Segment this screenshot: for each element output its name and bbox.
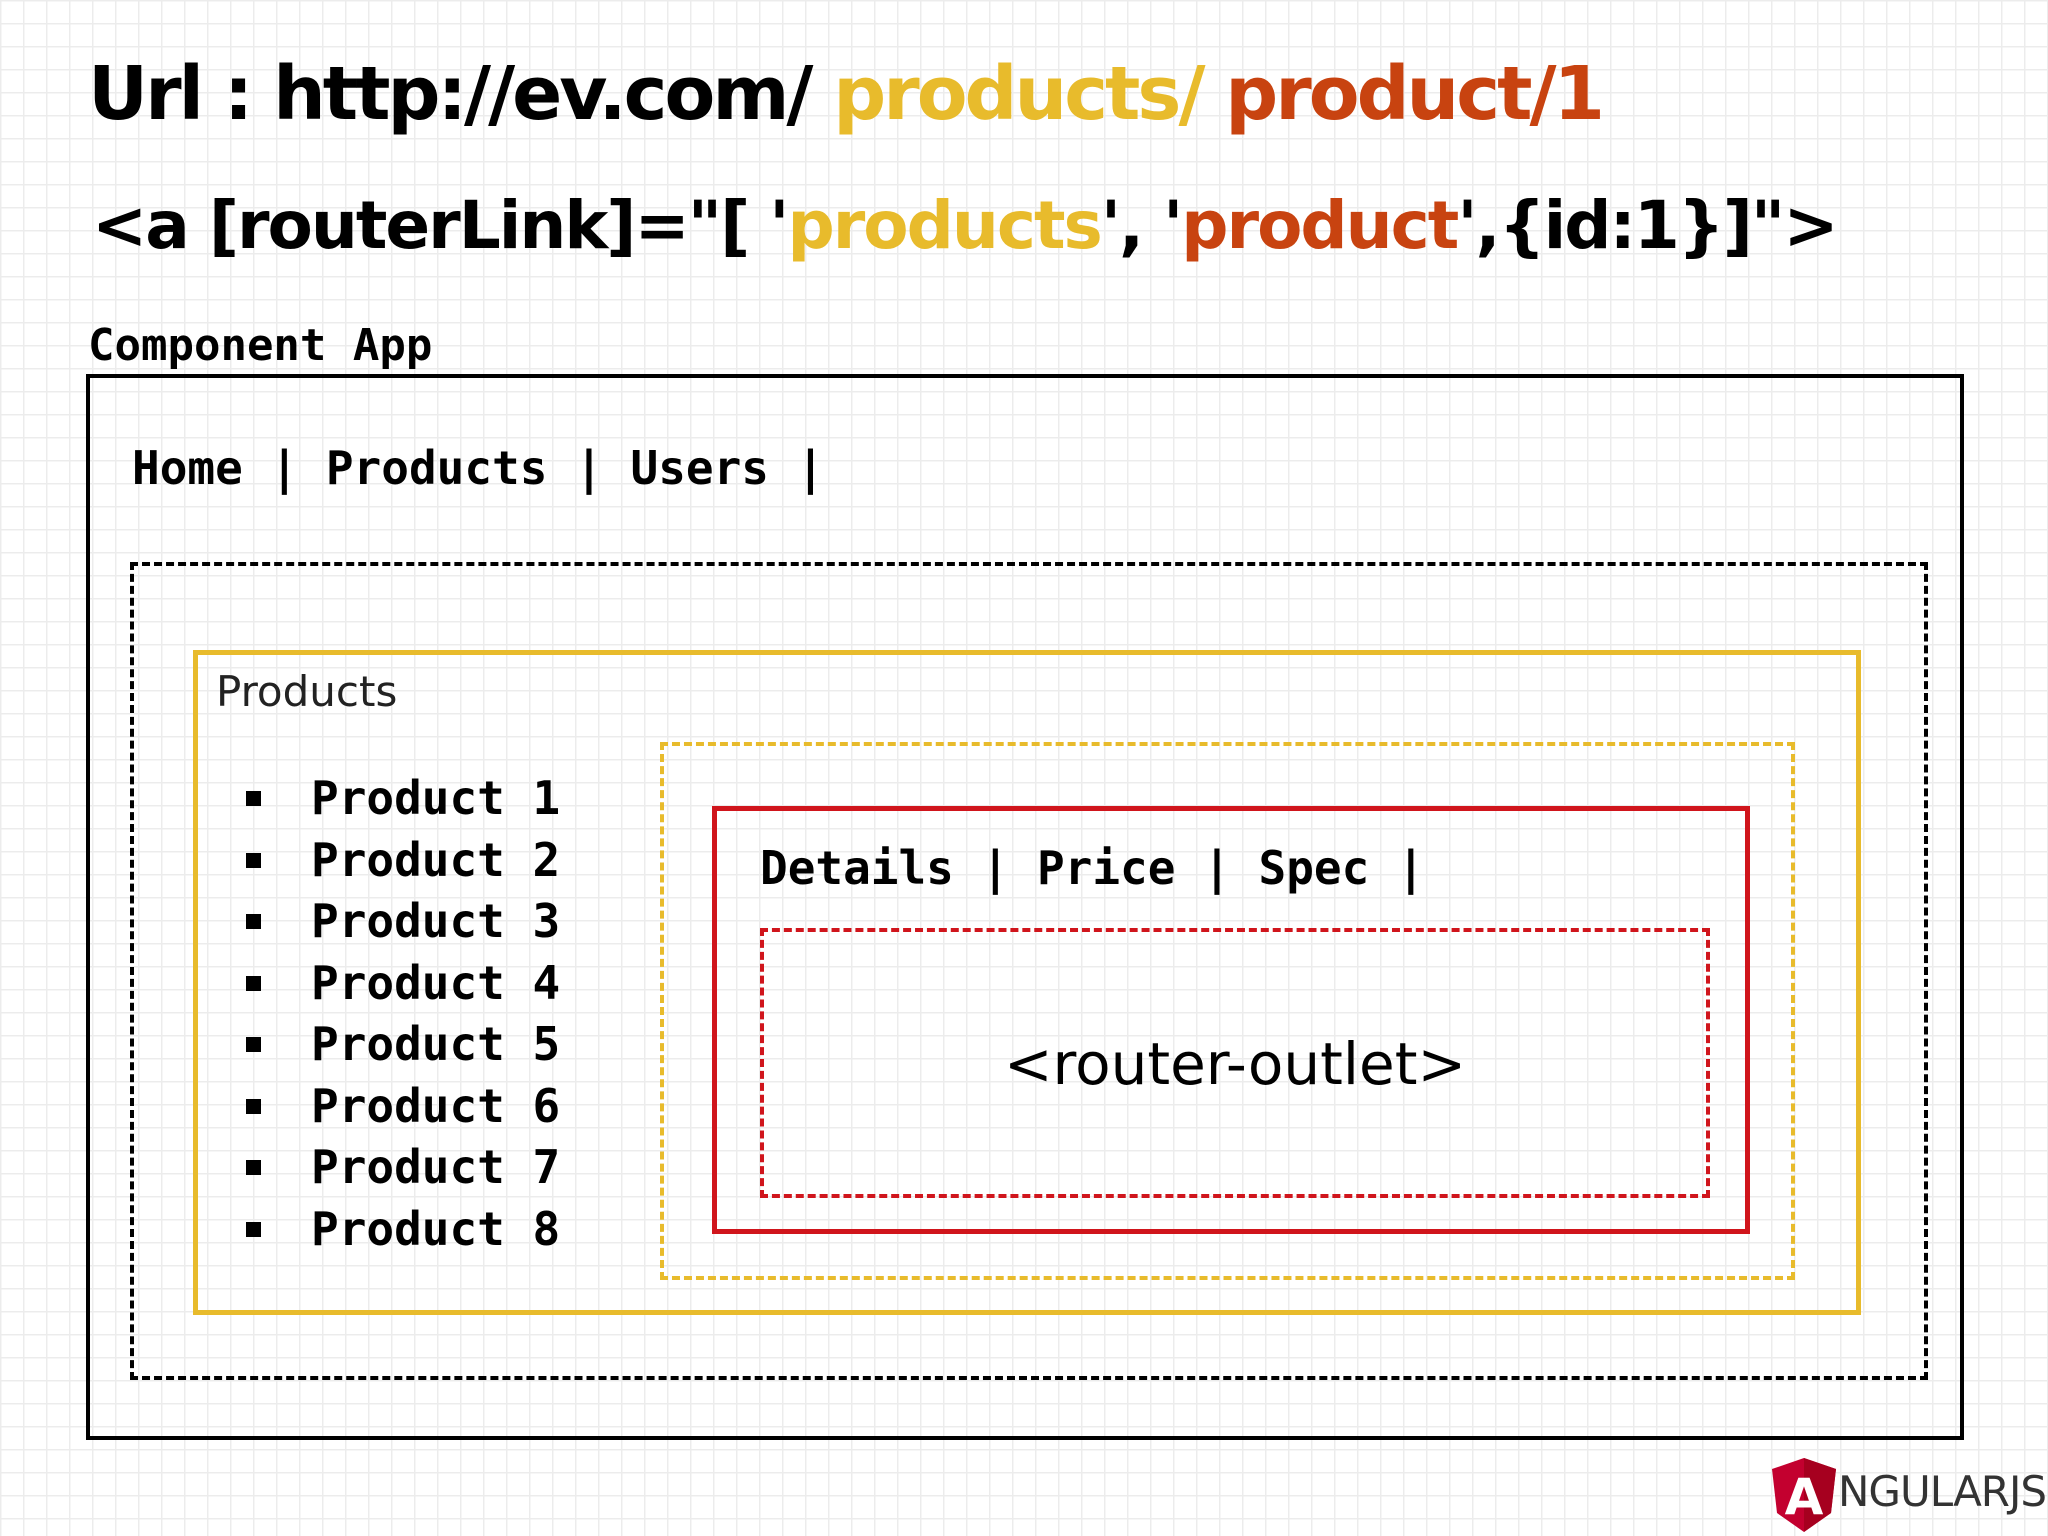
bullet-icon [246, 1037, 261, 1053]
url-segment-products: products/ [833, 51, 1205, 137]
url-segment-product: product/1 [1225, 51, 1605, 137]
list-item: Product 8 [240, 1199, 560, 1261]
bullet-icon [246, 1221, 261, 1237]
logo-text: NGULARJS [1838, 1467, 2047, 1516]
list-item: Product 5 [240, 1014, 560, 1076]
router-outlet-label: <router-outlet> [1003, 1030, 1467, 1098]
bullet-icon [246, 791, 261, 807]
products-component-label: Products [216, 667, 398, 716]
list-item: Product 3 [240, 891, 560, 953]
product-item-label: Product 5 [311, 1017, 561, 1071]
logo-letter: A [1785, 1468, 1824, 1526]
list-item: Product 2 [240, 830, 560, 892]
router-link-code: <a [routerLink]="[ 'products', 'product'… [92, 176, 1839, 276]
list-item: Product 4 [240, 953, 560, 1015]
product-item-label: Product 7 [311, 1140, 561, 1194]
router-link-product: product [1181, 187, 1459, 264]
list-item: Product 7 [240, 1137, 560, 1199]
component-app-box [86, 374, 1964, 1440]
products-router-outlet-box [660, 742, 1795, 1280]
product-item-label: Product 6 [311, 1078, 561, 1133]
product-router-outlet-box [760, 928, 1710, 1198]
component-app-label: Component App [88, 320, 433, 371]
product-item-label: Product 4 [311, 955, 561, 1010]
angular-shield-icon: A [1772, 1458, 1836, 1532]
router-link-part1: <a [routerLink]="[ ' [92, 187, 789, 264]
product-item-label: Product 3 [311, 894, 561, 948]
bullet-icon [246, 914, 261, 930]
list-item: Product 6 [240, 1076, 560, 1138]
app-nav: Home | Products | Users | [132, 441, 825, 495]
bullet-icon [246, 1160, 261, 1176]
product-list: Product 1 Product 2 Product 3 Product 4 … [240, 768, 560, 1260]
router-link-part3: ',{id:1}]"> [1457, 187, 1838, 264]
angularjs-logo: A NGULARJS [1772, 1458, 2047, 1532]
router-link-products: products [787, 187, 1102, 264]
list-item: Product 1 [240, 768, 560, 830]
app-router-outlet-box [130, 562, 1928, 1380]
bullet-icon [246, 852, 261, 868]
url-prefix: Url : http://ev.com/ [88, 51, 813, 137]
bullet-icon [246, 975, 261, 991]
product-item-label: Product 2 [311, 832, 561, 887]
url-title: Url : http://ev.com/ products/ product/1 [88, 44, 1605, 144]
product-component-box [712, 806, 1750, 1234]
product-item-label: Product 1 [311, 771, 561, 825]
product-nav: Details | Price | Spec | [760, 841, 1425, 895]
bullet-icon [246, 1098, 261, 1114]
router-link-part2: ', ' [1100, 187, 1183, 264]
products-component-box [193, 650, 1861, 1315]
product-item-label: Product 8 [311, 1201, 561, 1256]
